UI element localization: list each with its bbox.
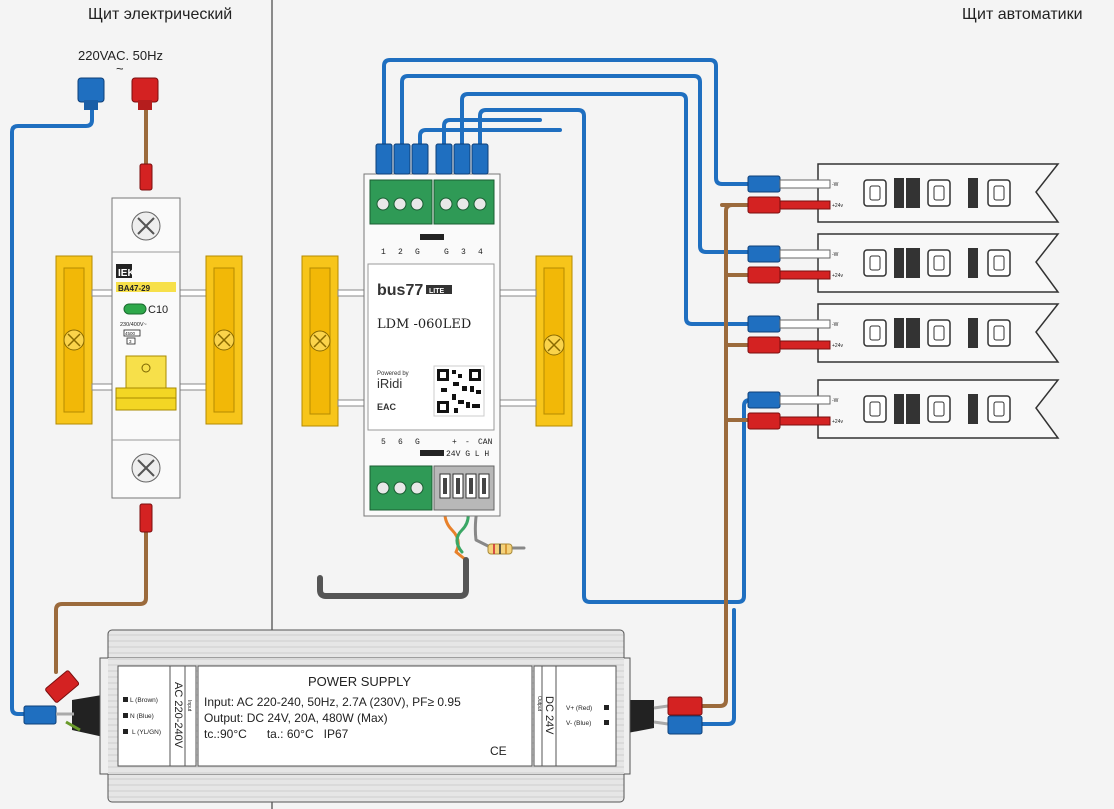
psu-temps: tc.:90°C ta.: 60°C IP67 <box>204 727 349 741</box>
channel-1-wire <box>382 58 754 186</box>
circuit-breaker: IEK BA47-29 C10 230/400V~ 4500 3 <box>55 197 243 499</box>
channel-2-wire <box>400 74 754 254</box>
led-strip-2: -W +24v <box>747 233 1060 293</box>
top-terminal-2: 2 <box>398 248 403 257</box>
left-panel-title: Щит электрический <box>88 6 232 23</box>
cert-mark: EAC <box>377 402 397 412</box>
breaker-rating: C10 <box>148 304 168 316</box>
bottom-terminal-5: 5 <box>381 438 386 447</box>
psu-output: Output: DC 24V, 20A, 480W (Max) <box>204 711 388 725</box>
psu-dc-label: DC 24V <box>543 696 555 735</box>
psu-output-tag: Output <box>536 696 542 712</box>
psu-output-connectors <box>653 696 703 735</box>
svg-text:IEK: IEK <box>118 268 135 279</box>
qr-code <box>433 365 485 417</box>
strip-1-plus: +24v <box>832 203 843 209</box>
breaker-out-ferrule <box>139 503 153 533</box>
top-terminal-g1: G <box>415 248 420 257</box>
ground-link-wire <box>418 128 562 150</box>
right-panel-title: Щит автоматики <box>962 6 1083 23</box>
strip-4-plus: +24v <box>832 419 843 425</box>
top-terminal-3: 3 <box>461 248 466 257</box>
top-terminal-4: 4 <box>478 248 483 257</box>
wires <box>10 58 754 726</box>
strip-3-minus: -W <box>832 322 839 328</box>
mains-symbol: ~ <box>116 61 124 76</box>
psu-v-minus: V- (Blue) <box>566 720 591 727</box>
dimmer-brand: bus77 <box>377 282 423 299</box>
psu-l-brown: L (Brown) <box>130 697 158 704</box>
psu-input-tag: Input <box>186 700 192 712</box>
strip-2-plus: +24v <box>832 273 843 279</box>
phase-wire-out <box>54 528 148 674</box>
breaker-spec: 230/400V~ <box>120 322 147 328</box>
psu-l-ylgn: L (YL/GN) <box>132 729 161 736</box>
dimmer-badge: LITE <box>429 288 444 295</box>
led-strips: -W +24v -W +24v <box>747 163 1060 439</box>
ground-link-wire-2 <box>442 118 542 150</box>
psu-ce-mark: CE <box>490 744 507 758</box>
neutral-wire <box>10 106 94 716</box>
psu-input-connectors <box>23 670 81 732</box>
led-strip-3: -W +24v <box>747 303 1060 363</box>
channel-3-wire <box>460 92 754 326</box>
strip-2-minus: -W <box>832 252 839 258</box>
bus-can-label: CAN <box>478 438 493 447</box>
bus-plus-label: + <box>452 438 457 447</box>
breaker-brand: BA47-29 <box>118 284 151 293</box>
dimmer-model: LDM -060LED <box>377 317 471 332</box>
top-terminal-g2: G <box>444 248 449 257</box>
minus-wire <box>698 608 736 726</box>
psu-ac-label: AC 220-240V <box>172 682 184 749</box>
led-strip-4: -W +24v <box>747 379 1060 439</box>
psu-title: POWER SUPPLY <box>308 674 411 689</box>
psu-n-blue: N (Blue) <box>130 713 154 720</box>
mains-phase-plug <box>131 77 159 110</box>
bus-minus-label: - <box>465 438 470 447</box>
psu-v-plus: V+ (Red) <box>566 705 592 712</box>
bottom-terminal-g: G <box>415 438 420 447</box>
psu-input: Input: AC 220-240, 50Hz, 2.7A (230V), PF… <box>204 695 461 709</box>
top-terminal-1: 1 <box>381 248 386 257</box>
power-supply: L (Brown) N (Blue) L (YL/GN) AC 220-240V… <box>72 629 654 803</box>
strip-4-minus: -W <box>832 398 839 404</box>
led-strip-1: -W +24v <box>747 163 1060 223</box>
partner-logo: iRidi <box>377 376 402 391</box>
can-bus-cable <box>317 557 469 599</box>
plus-24v-bus <box>698 203 734 708</box>
mains-label: 220VAC. 50Hz <box>78 48 163 63</box>
breaker-digit: 3 <box>129 339 132 344</box>
strip-1-minus: -W <box>832 182 839 188</box>
strip-3-plus: +24v <box>832 343 843 349</box>
breaker-in-ferrule <box>139 163 153 191</box>
bottom-terminal-6: 6 <box>398 438 403 447</box>
mains-neutral-plug <box>77 77 105 110</box>
breaker-capacity: 4500 <box>125 331 136 336</box>
bus-row-label: 24V G L H <box>446 450 489 459</box>
powered-by: Powered by <box>377 371 409 377</box>
dimmer-module: 1 2 G G 3 4 bus77 LITE LDM -060LED Power… <box>301 143 573 517</box>
channel-4-wire <box>478 108 754 604</box>
